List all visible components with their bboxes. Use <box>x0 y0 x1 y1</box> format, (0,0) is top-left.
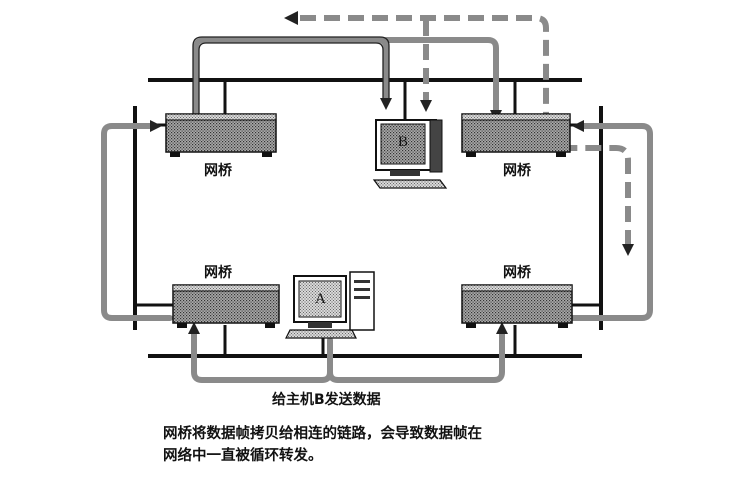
forwarding-paths <box>101 37 653 383</box>
bridge-top-left <box>165 113 277 157</box>
host-a-computer <box>285 271 375 339</box>
bridge-bottom-left <box>172 284 280 328</box>
bridge-top-left-label: 网桥 <box>204 163 232 179</box>
bridge-bottom-left-label: 网桥 <box>204 265 232 281</box>
host-a-label: A <box>315 291 326 307</box>
arrow-up-br <box>496 322 508 334</box>
arrow-up-bl <box>188 322 200 334</box>
arrow-left-tr <box>572 120 584 132</box>
bridge-bottom-right <box>461 284 573 328</box>
host-b-label: B <box>398 134 409 150</box>
arrow-left-top <box>284 11 298 25</box>
send-to-b-label: 给主机B发送数据 <box>272 392 381 408</box>
arrow-down-b <box>380 98 392 110</box>
figure-caption: 网桥将数据帧拷贝给相连的链路，会导致数据帧在 网络中一直被循环转发。 <box>163 423 593 467</box>
bridge-top-right <box>461 113 571 157</box>
bridge-top-right-label: 网桥 <box>503 163 531 179</box>
arrow-down-right <box>622 244 634 256</box>
bridge-bottom-right-label: 网桥 <box>503 265 531 281</box>
caption-line-2: 网络中一直被循环转发。 <box>163 448 323 464</box>
host-b-computer <box>372 119 448 189</box>
caption-line-1: 网桥将数据帧拷贝给相连的链路，会导致数据帧在 <box>163 426 482 442</box>
forwarding-paths-outline <box>192 36 390 114</box>
arrow-down-b2 <box>420 100 432 112</box>
arrow-right-tl <box>150 120 162 132</box>
